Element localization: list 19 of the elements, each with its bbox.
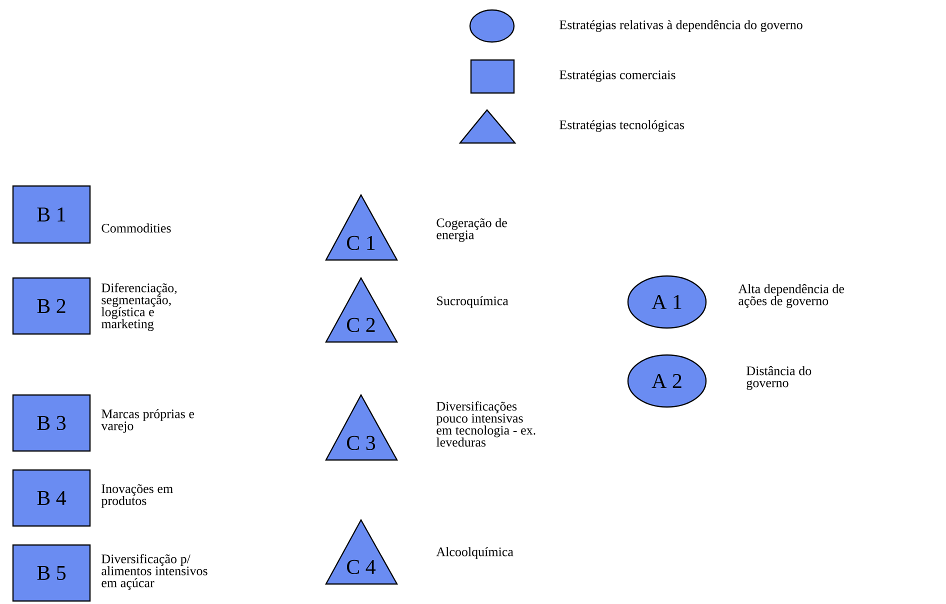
square-box: B 4 — [12, 469, 91, 527]
shape-caption: Alcoolquímica — [436, 547, 514, 559]
legend-text: Estratégias comerciais — [560, 70, 676, 82]
shape-caption: Diferenciação, segmentação, logística e marketing — [101, 283, 177, 331]
shape-caption: Diversificações pouco intensivas em tecnologia - ex. leveduras — [436, 401, 536, 447]
square-box: B 1 — [12, 185, 91, 244]
shape-caption: Distância do governo — [746, 366, 812, 390]
square-box: B 5 — [12, 544, 91, 602]
shape-caption: Sucroquímica — [437, 296, 508, 308]
square-box: B 2 — [12, 277, 91, 335]
legend-text: Estratégias tecnológicas — [560, 120, 684, 132]
shape-caption: Commodities — [102, 223, 171, 233]
shape-caption: Alta dependência de ações de governo — [738, 284, 844, 308]
square-box: B 3 — [12, 394, 91, 452]
shape-caption: Cogeração de energia — [436, 218, 507, 242]
shape-caption: Diversificação p/ alimentos intensivos em açúcar — [102, 554, 208, 590]
shape-caption: Inovações em produtos — [101, 484, 173, 508]
shape-caption: Marcas próprias e varejo — [101, 409, 194, 433]
legend-text: Estratégias relativas à dependência do governo — [560, 20, 802, 32]
